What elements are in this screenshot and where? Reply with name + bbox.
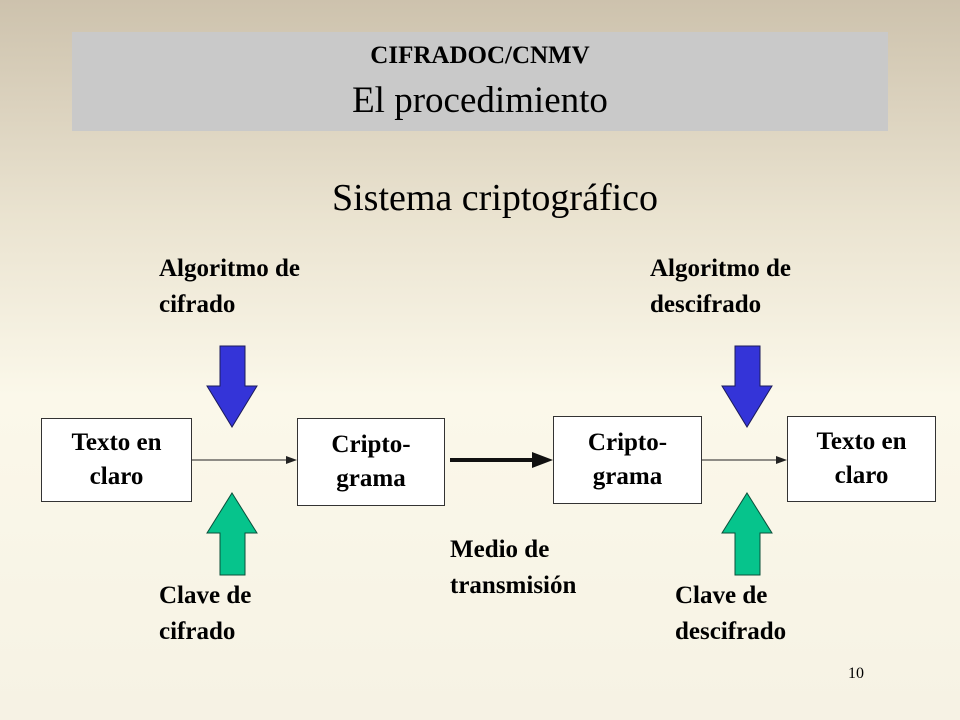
encryption-key-label: Clave de cifrado	[159, 582, 252, 645]
slide-title: Sistema criptográfico	[331, 177, 659, 219]
encryption-algorithm-label: Algoritmo de cifrado	[159, 255, 300, 318]
header-band: CIFRADOC/CNMV El procedimiento	[72, 32, 888, 131]
encryption-algorithm-arrow	[206, 345, 258, 428]
ciphertext-received-box: Cripto- grama	[553, 416, 702, 504]
header-subtitle: CIFRADOC/CNMV	[370, 42, 590, 69]
decryption-key-arrow	[721, 492, 773, 576]
plaintext-output-box: Texto en claro	[787, 416, 936, 502]
ciphertext-to-plaintext-arrowhead	[776, 456, 787, 464]
decryption-key-label: Clave de descifrado	[675, 582, 787, 645]
decryption-algorithm-arrow	[721, 345, 773, 428]
plaintext-to-ciphertext-arrowhead	[286, 456, 297, 464]
header-title: El procedimiento	[352, 80, 608, 121]
plaintext-input-box: Texto en claro	[41, 418, 192, 502]
page-number: 10	[848, 665, 864, 682]
encryption-key-arrow	[206, 492, 258, 576]
transmission-medium-label: Medio de transmisión	[450, 536, 577, 599]
transmission-arrowhead	[532, 452, 553, 468]
ciphertext-sent-box: Cripto- grama	[297, 418, 445, 506]
decryption-algorithm-label: Algoritmo de descifrado	[650, 255, 791, 318]
